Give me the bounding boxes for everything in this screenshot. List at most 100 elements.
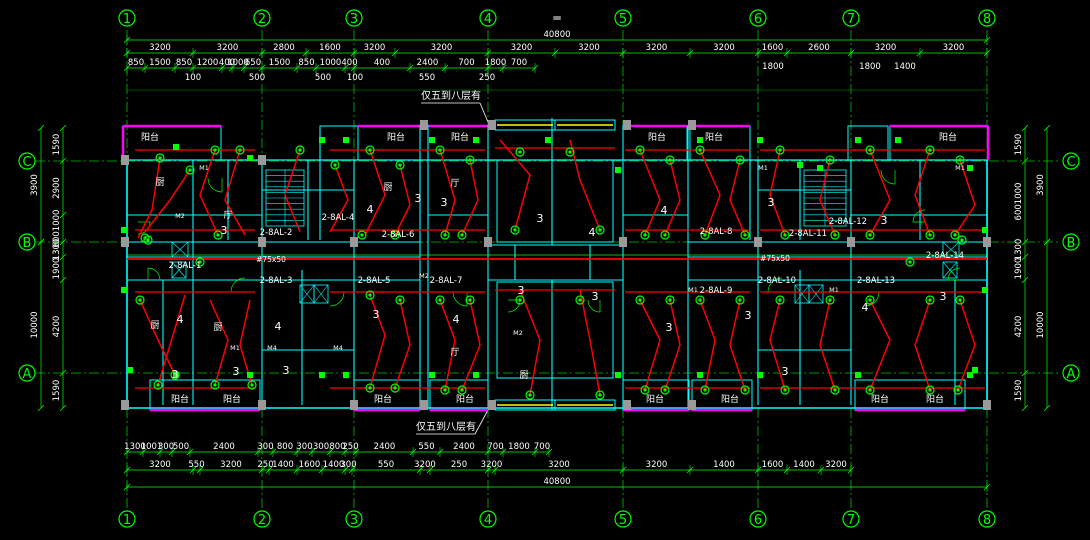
grid-label-top-4: 4: [484, 12, 492, 27]
shaft-box-2-x: [313, 284, 329, 304]
left-dim-inner-tick: [59, 238, 67, 246]
structural-column-21: [983, 400, 991, 410]
door-swing-9: [147, 267, 161, 281]
right-dim-inner-tick: [1021, 157, 1029, 165]
door-tag-door_m2: M2: [513, 329, 523, 337]
left-dim-inner-tick: [59, 369, 67, 377]
light-fixture-20: [457, 230, 467, 240]
shaft-box-7: [942, 261, 958, 279]
grid-bubble-bottom-6: [749, 510, 767, 528]
shaft-box-6: [171, 261, 187, 279]
door-tag-door_m1: M1: [199, 164, 209, 172]
light-fixture-dot-59: [783, 388, 787, 392]
balcony-top-6: [889, 125, 989, 161]
top-dim-row1-value: 3200: [943, 43, 965, 53]
wire-count: 4: [275, 320, 282, 333]
window-frame: [554, 119, 616, 131]
light-fixture-31: [510, 225, 520, 235]
light-fixture-28: [457, 385, 467, 395]
grid-label-left-A: A: [23, 367, 32, 382]
light-fixture-5: [213, 230, 223, 240]
grid-label-bottom-6: 6: [754, 513, 762, 528]
left-dim-inner-tick: [59, 276, 67, 284]
circuit-wire-36: [954, 159, 976, 236]
left-dim-outer-top-value: 3900: [30, 174, 40, 196]
grid-bubble-bottom-4: [479, 510, 497, 528]
light-fixture-dot-1: [188, 168, 192, 172]
right-dim-inner-value: 1590: [1014, 380, 1024, 402]
top-dim-row1-value: 2800: [273, 43, 295, 53]
top-dim-row1-value: 1600: [319, 43, 341, 53]
light-fixture-29: [515, 147, 525, 157]
grid-label-bottom-7: 7: [847, 513, 855, 528]
bottom-dim-row2-value: 550: [378, 460, 394, 470]
circuit-tag-2-8AL-13: 2-8AL-13: [857, 276, 895, 286]
light-fixture-43: [640, 385, 650, 395]
top-dim-row2-value: 850: [128, 58, 144, 68]
grid-bubble-bottom-8: [978, 510, 996, 528]
circuit-wire-29: [729, 299, 746, 391]
top-dim-row2-value: 1500: [269, 58, 291, 68]
light-fixture-dot-37: [638, 148, 642, 152]
top-dim-row2-value: 1500: [149, 58, 171, 68]
light-fixture-54: [825, 155, 835, 165]
balcony-top-small: [847, 125, 889, 161]
door-swing-8: [912, 209, 926, 223]
light-fixture-65: [925, 230, 935, 240]
light-fixture-0: [155, 153, 165, 163]
wire-count: 3: [373, 308, 380, 321]
structural-column-16: [350, 400, 358, 410]
left-dim-inner-value: 1900: [52, 258, 62, 280]
light-fixture-76: [905, 257, 915, 267]
light-fixture-dot-69: [958, 298, 962, 302]
circuit-wire-9: [329, 164, 349, 233]
top-title-mark: ═: [552, 11, 561, 25]
switch-outlet-1: [247, 155, 253, 161]
light-fixture-dot-2: [213, 148, 217, 152]
shaft-box-2: [313, 284, 329, 304]
switch-outlet-3: [343, 137, 349, 143]
right-dim-inner-value: 1590: [1014, 134, 1024, 156]
shaft-box-0: [171, 241, 189, 258]
light-fixture-49: [695, 295, 705, 305]
light-fixture-dot-50: [738, 298, 742, 302]
grid-bubble-bottom-1: [118, 510, 136, 528]
kitchen-label: 厨: [155, 177, 164, 188]
bottom-dim-row1-value: 800: [277, 442, 293, 452]
light-fixture-23: [435, 295, 445, 305]
wire-count: 3: [940, 290, 947, 303]
wire-count: 4: [661, 204, 668, 217]
top-dim-row1-value: 3200: [364, 43, 386, 53]
top-dim-row3-value: 100: [185, 73, 201, 83]
bottom-dim-row1-value: 1001: [141, 442, 163, 452]
circuit-wire-0: [137, 157, 161, 239]
light-fixture-35: [525, 390, 535, 400]
light-fixture-19: [440, 230, 450, 240]
balcony-top-2: [357, 125, 421, 161]
circuit-wire-13: [461, 159, 479, 236]
circuit-wire-37: [869, 299, 891, 391]
switch-outlet-16: [247, 372, 253, 378]
circuit-tag-2-8AL-12: 2-8AL-12: [829, 217, 867, 227]
balcony-label: 阳台: [387, 131, 405, 143]
light-fixture-dot-16: [468, 158, 472, 162]
light-fixture-dot-64: [868, 233, 872, 237]
light-fixture-38: [665, 155, 675, 165]
grid-bubble-bottom-5: [614, 510, 632, 528]
grid-bubble-right-C: [1062, 152, 1080, 170]
light-fixture-3: [235, 145, 245, 155]
light-fixture-51: [700, 385, 710, 395]
light-fixture-21: [365, 290, 375, 300]
light-fixture-52: [740, 385, 750, 395]
light-fixture-32: [595, 225, 605, 235]
wire-count: 3: [441, 196, 448, 209]
structural-column-6: [847, 237, 855, 247]
light-fixture-dot-32: [598, 228, 602, 232]
circuit-wire-22: [639, 149, 661, 236]
right-dim-inner-tick: [1021, 124, 1029, 132]
door-swing-7: [880, 169, 896, 185]
light-fixture-16: [465, 155, 475, 165]
light-fixture-42: [665, 295, 675, 305]
top-dim-row2-value: 400: [219, 58, 235, 68]
